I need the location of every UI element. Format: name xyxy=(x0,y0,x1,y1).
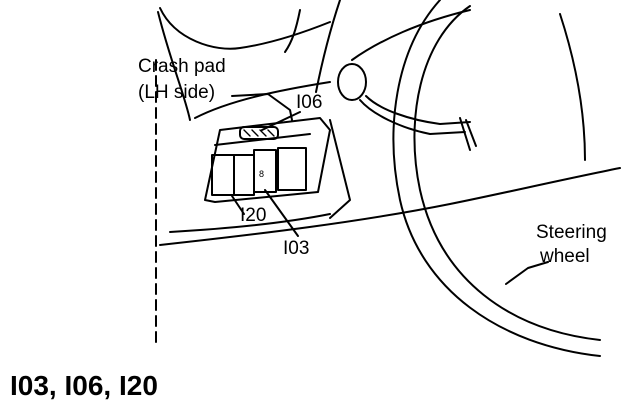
crash-pad-outline xyxy=(159,7,331,50)
crash-pad-label-line1: Crash pad xyxy=(138,56,226,77)
connector-i06-body xyxy=(239,126,279,140)
leader-i06 xyxy=(261,111,301,131)
steering-wheel-label-line2: wheel xyxy=(540,246,590,267)
leader-i03 xyxy=(264,189,299,237)
connector-bracket xyxy=(204,117,331,203)
connector-i20-label: I20 xyxy=(240,205,267,226)
steering-wheel-label-line1: Steering xyxy=(536,222,607,243)
connector-i03-label: I03 xyxy=(283,238,310,259)
connector-i06-label: I06 xyxy=(296,92,323,113)
steering-wheel-rim xyxy=(413,5,601,341)
leader-steering-wheel xyxy=(505,261,549,285)
svg-text:8: 8 xyxy=(259,169,264,179)
crash-pad-label-line2: (LH side) xyxy=(138,82,216,103)
leader-i20 xyxy=(231,195,245,215)
connector-i20-body xyxy=(211,154,235,196)
column-housing xyxy=(337,63,367,101)
connector-i03-body xyxy=(253,149,277,193)
connector-list-title: I03, I06, I20 xyxy=(10,370,158,401)
leader-crash-pad xyxy=(231,93,293,121)
